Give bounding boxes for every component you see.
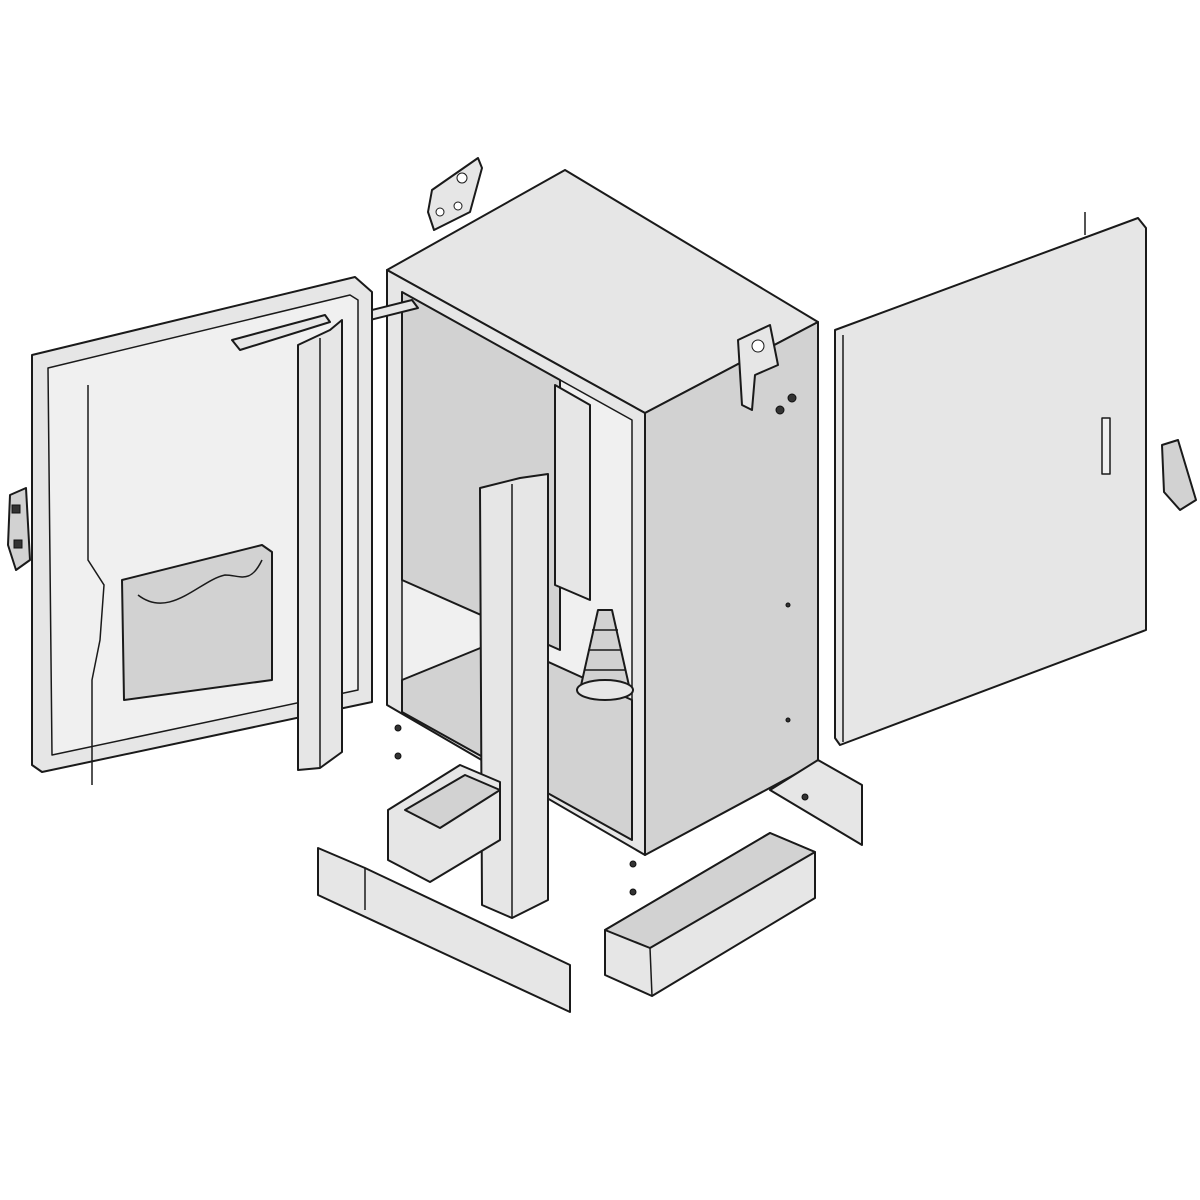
center-rack-rail <box>479 473 549 919</box>
door-top-bracket <box>231 314 331 351</box>
left-door <box>7 276 373 785</box>
plinth-right-box <box>604 832 816 997</box>
screws <box>394 724 809 896</box>
plinth-back-box <box>387 764 501 883</box>
plinth-front-plate <box>317 847 571 1013</box>
left-door-handle <box>7 487 31 571</box>
right-door <box>834 212 1197 746</box>
plinth-side-rail <box>769 759 863 846</box>
top-hinge-bracket <box>427 157 483 231</box>
cable-grommet <box>576 609 634 701</box>
right-door-handle <box>1161 439 1197 511</box>
side-bracket <box>737 324 779 411</box>
document-pocket <box>121 544 273 701</box>
inner-upright <box>554 384 591 601</box>
cabinet-body <box>339 169 819 856</box>
left-rack-rail <box>297 319 343 771</box>
door-slot <box>1101 417 1111 475</box>
